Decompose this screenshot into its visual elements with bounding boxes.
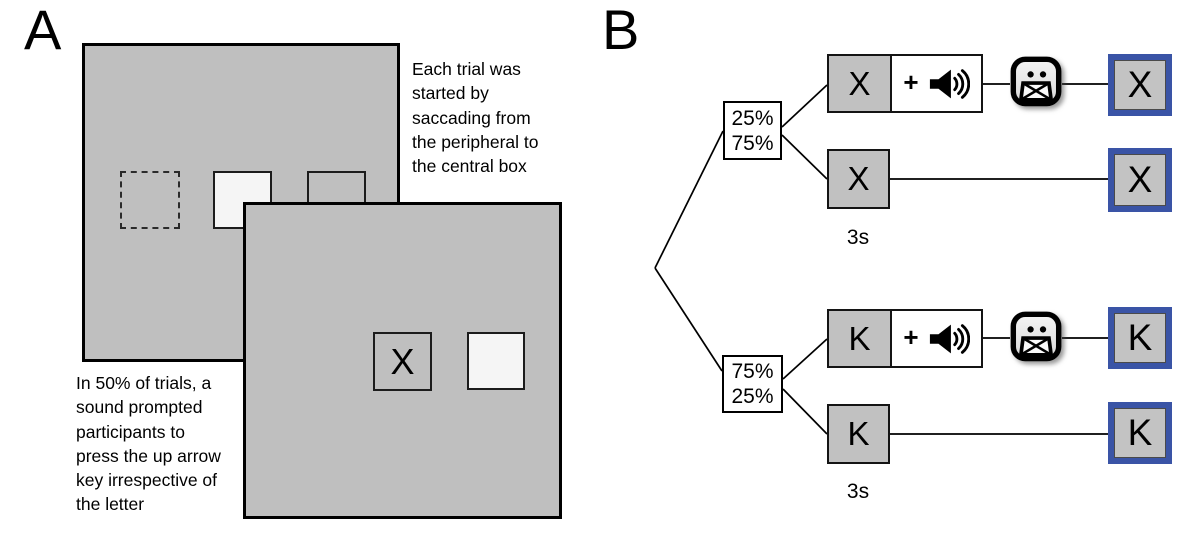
connector-line: [781, 134, 828, 180]
connector-line: [654, 130, 724, 269]
connector-line: [781, 84, 828, 128]
panel-a-label: A: [24, 0, 61, 61]
panel-b-label: B: [602, 0, 639, 61]
note-sound-prompt: In 50% of trials, a sound prompted parti…: [76, 371, 221, 517]
letter-k: K: [847, 415, 870, 452]
duration-label-x: 3s: [846, 226, 870, 249]
note-sound-line: sound prompted: [76, 397, 203, 418]
note-sound-line: press the up arrow: [76, 445, 221, 466]
dashed-peripheral-box: [120, 171, 180, 229]
probability-top: 25%: [731, 106, 774, 130]
screen-second: X: [243, 202, 562, 519]
note-saccade-line: the central box: [412, 156, 527, 177]
connector-lines-group: [654, 83, 1108, 435]
speaker-icon: [928, 321, 970, 357]
connector-line: [782, 388, 828, 435]
target-letter: X: [1114, 154, 1166, 206]
target-box-k-sound: K: [1108, 307, 1172, 369]
note-sound-line: participants to: [76, 421, 185, 442]
connector-line: [782, 338, 828, 380]
probability-top: 75%: [731, 360, 774, 383]
stimulus-letter-cell: K: [829, 311, 892, 366]
stimulus-k-with-sound-box: K +: [827, 309, 983, 368]
target-letter: K: [1114, 313, 1166, 363]
sound-cell: +: [892, 56, 981, 111]
stimulus-x-box: X: [827, 149, 890, 209]
note-saccade-line: Each trial was: [412, 59, 521, 79]
note-sound-line: key irrespective of: [76, 470, 218, 491]
target-letter: X: [1114, 60, 1166, 110]
note-saccade-line: the peripheral to: [412, 131, 539, 152]
connector-line: [654, 267, 723, 372]
central-letter-box-screen2: X: [373, 332, 432, 391]
plus-sign: +: [903, 67, 919, 97]
stimulus-k-box: K: [827, 404, 890, 464]
probability-box-k: 75% 25%: [722, 355, 783, 413]
response-key-icon: [1009, 56, 1063, 108]
sound-cell: +: [892, 311, 981, 366]
note-sound-line: the letter: [76, 494, 145, 515]
letter-k: K: [848, 319, 871, 357]
target-box-k: K: [1108, 402, 1172, 464]
probability-bottom: 25%: [731, 385, 774, 408]
probability-box-x: 25% 75%: [723, 101, 782, 160]
target-box-x-sound: X: [1108, 54, 1172, 116]
speaker-icon: [928, 66, 970, 102]
note-saccade: Each trial was started by saccading from…: [412, 57, 538, 178]
plus-sign: +: [903, 322, 919, 352]
stimulus-letter-cell: X: [829, 56, 892, 111]
target-box-x: X: [1108, 148, 1172, 212]
probability-bottom: 75%: [731, 131, 774, 155]
letter-x: X: [847, 160, 870, 197]
letter-x: X: [848, 64, 871, 102]
letter-x-screen2: X: [390, 340, 415, 382]
note-saccade-line: started by: [412, 83, 489, 104]
note-saccade-line: saccading from: [412, 107, 531, 128]
stimulus-x-with-sound-box: X +: [827, 54, 983, 113]
white-peripheral-box-screen2: [467, 332, 525, 390]
duration-label-k: 3s: [846, 480, 870, 503]
response-key-icon: [1009, 311, 1063, 363]
target-letter: K: [1114, 408, 1166, 458]
note-sound-line: In 50% of trials, a: [76, 373, 212, 393]
